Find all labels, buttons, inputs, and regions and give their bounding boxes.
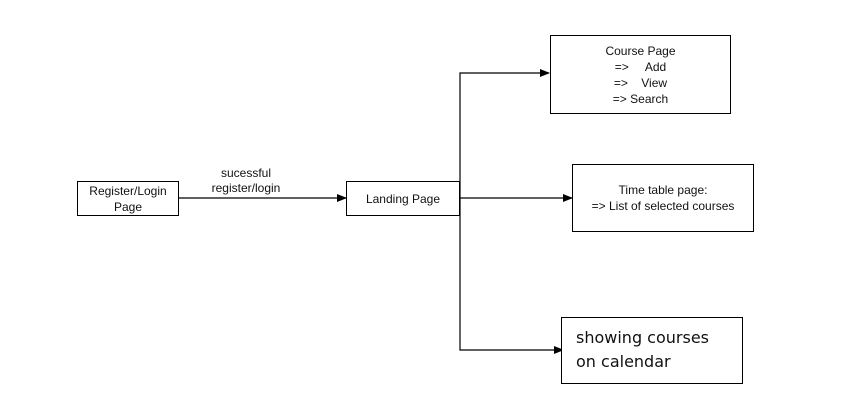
edge-label-successful-register-login: sucessful register/login [196,166,296,196]
node-landing-line-1: Landing Page [365,191,441,206]
node-calendar-line-1: showing courses [576,328,709,347]
node-timetable-line-1: Time table page: [618,183,708,197]
node-course-line-3: => View [613,75,668,90]
node-register-login-line-1: Register/Login [89,183,167,198]
node-course-line-1: Course Page [605,43,676,58]
node-timetable-line-2: => List of selected courses [591,199,735,213]
node-calendar-line-2: on calendar [576,352,671,371]
node-landing-page: Landing Page [346,181,460,216]
node-timetable-page: Time table page: => List of selected cou… [572,164,754,232]
node-register-login-line-2: Page [113,199,142,214]
node-register-login-page: Register/Login Page [77,181,179,216]
edge-label-line-1: sucessful [220,166,272,180]
node-calendar-view: showing courses on calendar [561,317,743,384]
node-course-line-4: => Search [612,91,669,106]
edge-landing-to-calendar [459,198,564,354]
node-course-line-2: => Add [614,59,667,74]
node-course-page: Course Page => Add => View => Search [550,35,731,114]
edge-label-line-2: register/login [211,181,281,195]
edge-landing-to-course [446,69,550,199]
